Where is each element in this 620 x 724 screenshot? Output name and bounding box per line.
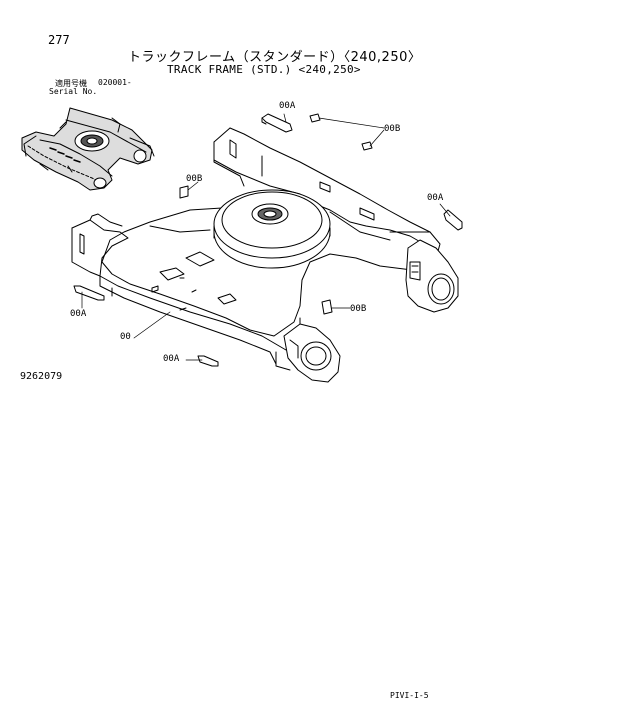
clip-parts	[73, 113, 463, 367]
footer-code: PIVI-I-5	[390, 691, 429, 700]
callout-00a-top: 00A	[279, 101, 296, 111]
overview-thumbnail	[21, 107, 155, 191]
serial-label-english: Serial No.	[49, 87, 98, 96]
title-english: TRACK FRAME (STD.) <240,250>	[167, 63, 361, 76]
serial-label-japanese: 適用号機	[55, 79, 87, 88]
pad-parts	[179, 113, 373, 315]
callout-00b-top: 00B	[384, 124, 401, 134]
callout-00: 00	[120, 332, 131, 342]
page-number: 277	[48, 33, 70, 47]
callout-00b-low: 00B	[350, 304, 367, 314]
track-frame	[71, 127, 459, 383]
serial-value: 020001-	[98, 78, 132, 87]
callout-00a-bottom: 00A	[163, 354, 180, 364]
leader-lines	[81, 113, 451, 361]
callout-00b-left: 00B	[186, 174, 203, 184]
callout-00a-left: 00A	[70, 309, 87, 319]
figure-number: 9262079	[20, 371, 63, 382]
title-japanese: トラックフレーム（スタンダード）〈240,250〉	[128, 50, 422, 65]
callout-00a-right: 00A	[427, 193, 444, 203]
